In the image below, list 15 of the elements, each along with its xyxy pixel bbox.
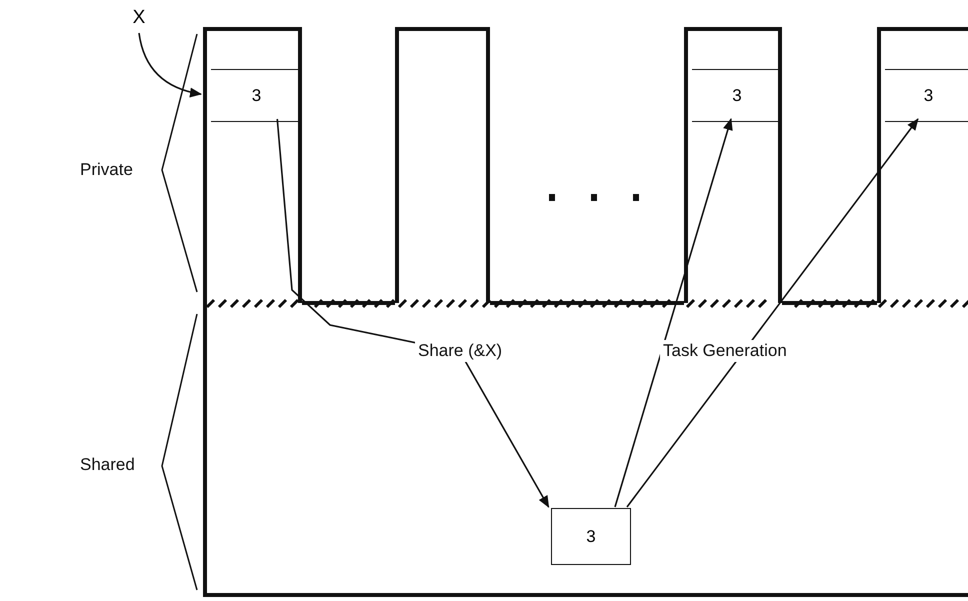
arrow	[626, 118, 919, 508]
variable-label: X	[128, 4, 150, 32]
memory-column	[203, 27, 302, 303]
memory-cell: 3	[885, 69, 968, 122]
memory-cell: 3	[211, 69, 302, 122]
memory-column	[395, 27, 490, 303]
memory-column	[877, 27, 968, 303]
region-label: Private	[80, 160, 133, 180]
arrow	[614, 118, 733, 508]
arrow	[276, 118, 550, 508]
memory-cell: 3	[692, 69, 782, 122]
region-label: Shared	[80, 455, 135, 475]
memory-cell: 3	[551, 508, 631, 565]
arrow	[138, 32, 202, 98]
memory-column	[684, 27, 782, 303]
